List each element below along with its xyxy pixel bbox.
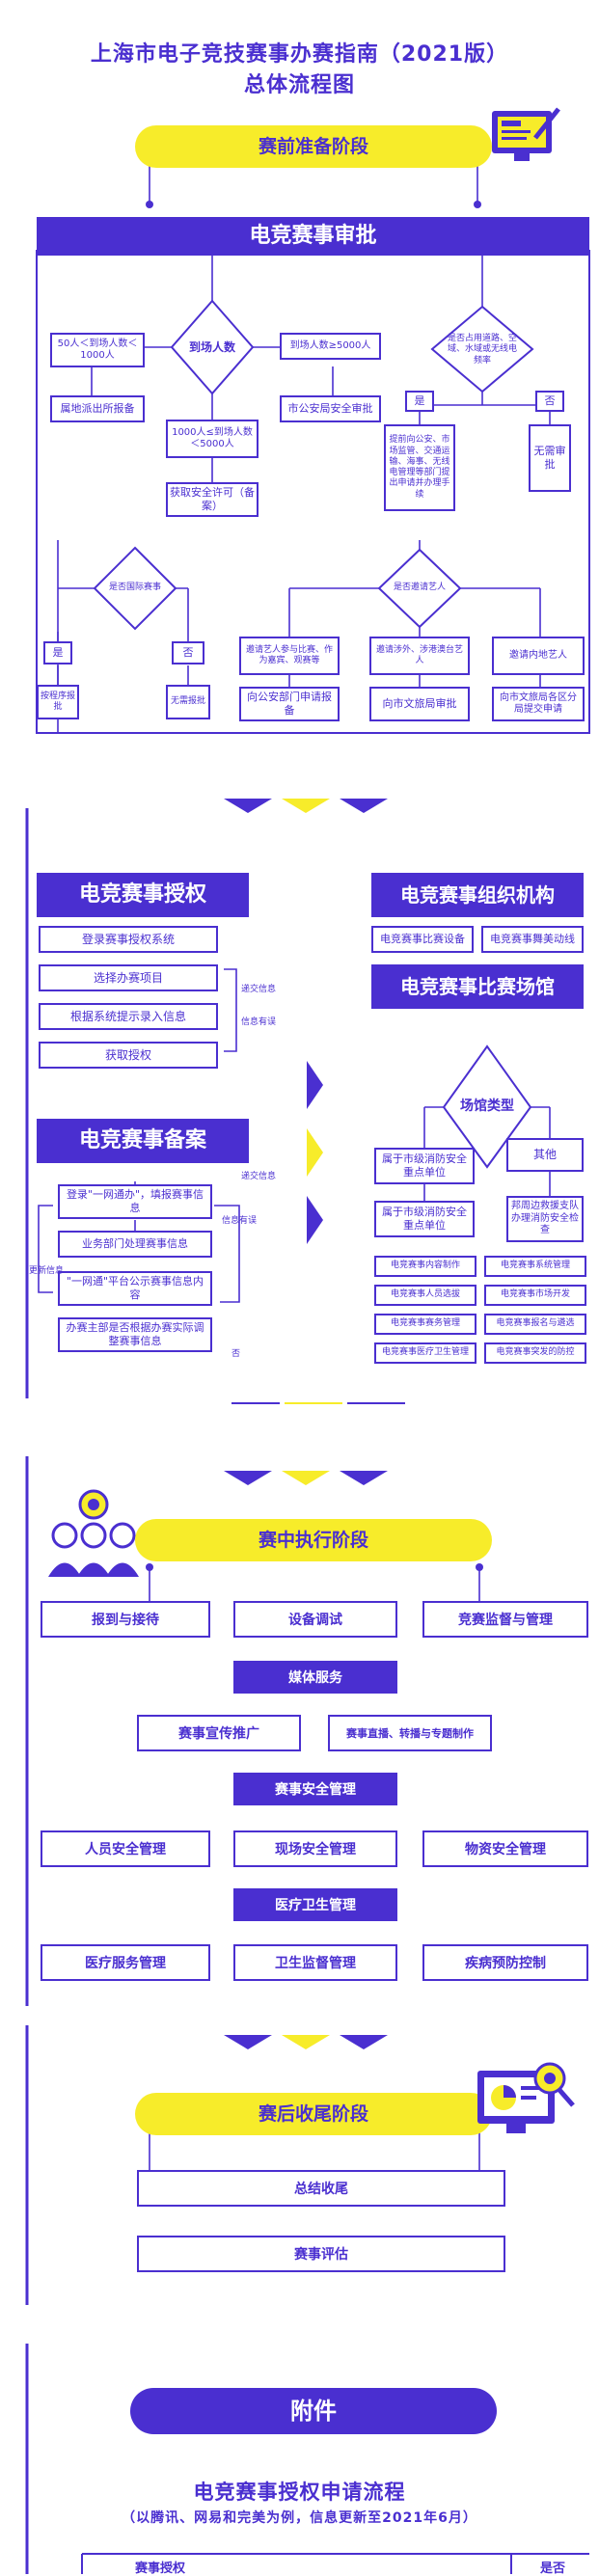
- safety-item-3: 物资安全管理: [422, 1830, 588, 1867]
- medical-item-2: 卫生监督管理: [233, 1944, 397, 1981]
- diamond-artist: 是否邀请艺人: [394, 583, 447, 593]
- safety-permit-box: 获取安全许可（备案）: [166, 482, 259, 517]
- artist-option-1: 邀请艺人参与比赛、作为嘉宾、观赛等: [239, 637, 340, 675]
- venue-no: 否: [535, 391, 564, 412]
- venue-option-c: 邦周边救援支队办理消防安全检查: [506, 1196, 584, 1242]
- safety-item-2: 现场安全管理: [233, 1830, 397, 1867]
- branch-5000: 到场人数≥5000人: [280, 333, 381, 360]
- table-header-auth: 赛事授权: [135, 2562, 186, 2576]
- exec-item-3: 竞赛监督与管理: [422, 1601, 588, 1638]
- city-police-box: 市公安局安全审批: [280, 395, 381, 422]
- medical-item-1: 医疗服务管理: [41, 1944, 210, 1981]
- venue-item-1: 电竞赛事内容制作: [374, 1256, 476, 1277]
- venue-diamond: 场馆类型: [460, 1098, 514, 1115]
- diamond-foreign: 是否国际赛事: [108, 583, 161, 593]
- auth-step-3: 根据系统提示录入信息: [39, 1003, 218, 1030]
- stage-preparation-label: 赛前准备阶段: [135, 125, 492, 168]
- branch-1000-5000: 1000人≤到场人数＜5000人: [166, 420, 259, 458]
- venue-option-a: 属于市级消防安全重点单位: [374, 1148, 475, 1184]
- medical-item-3: 疾病预防控制: [422, 1944, 588, 1981]
- foreign-no: 否: [172, 641, 204, 664]
- page-subtitle: 总体流程图: [243, 73, 355, 97]
- media-item-2: 赛事直播、转播与专题制作: [328, 1715, 492, 1751]
- auth-step-2: 选择办赛项目: [39, 964, 218, 991]
- filing-side-error: 信息有误: [222, 1216, 258, 1226]
- filing-step-1: 登录"一网通办"，填报赛事信息: [58, 1184, 212, 1219]
- filing-step-3: "一网通"平台公示赛事信息内容: [58, 1271, 212, 1306]
- appendix-label: 附件: [130, 2388, 497, 2434]
- venue-item-6: 电竞赛事报名与遴选: [484, 1314, 586, 1335]
- venue-item-4: 电竞赛事市场开发: [484, 1285, 586, 1306]
- appendix-title: 电竞赛事授权申请流程: [193, 2481, 406, 2504]
- report-monitor-icon: [473, 2059, 579, 2146]
- filing-side-submit: 递交信息: [241, 1172, 277, 1181]
- approval-title: 电竞赛事审批: [37, 217, 589, 256]
- org-item-1: 电竞赛事比赛设备: [371, 926, 474, 953]
- filing-side-update: 更新信息: [29, 1266, 65, 1276]
- monitor-icon: [487, 101, 564, 169]
- artist-box-1: 向公安部门申请报备: [239, 687, 340, 721]
- auth-title: 电竞赛事授权: [37, 873, 249, 917]
- stage-closing-label: 赛后收尾阶段: [135, 2093, 492, 2135]
- table-header-yes-no: 是否: [540, 2562, 566, 2576]
- page-title: 上海市电子竞技赛事办赛指南（2021版）: [90, 42, 509, 67]
- safety-title: 赛事安全管理: [233, 1773, 397, 1805]
- medical-title: 医疗卫生管理: [233, 1888, 397, 1921]
- media-item-1: 赛事宣传推广: [137, 1715, 301, 1751]
- venue-item-3: 电竞赛事人员选拔: [374, 1285, 476, 1306]
- diamond-people-count: 到场人数: [188, 339, 235, 354]
- diamond-venue: 是否占用道路、空域、水域或无线电频率: [447, 334, 517, 366]
- venue-option-other: 其他: [506, 1138, 584, 1172]
- artist-option-2: 邀请涉外、涉港澳台艺人: [369, 637, 470, 675]
- venue-title: 电竞赛事比赛场馆: [371, 964, 584, 1009]
- foreign-yes: 是: [43, 641, 72, 664]
- venue-option-b: 属于市级消防安全重点单位: [374, 1201, 475, 1237]
- filing-step-2: 业务部门处理赛事信息: [58, 1231, 212, 1258]
- artist-option-3: 邀请内地艺人: [492, 637, 585, 675]
- appendix-subtitle: （以腾讯、网易和完美为例，信息更新至2021年6月）: [122, 2510, 477, 2526]
- venue-yes: 是: [405, 391, 434, 412]
- artist-box-2: 向市文旅局审批: [369, 687, 470, 721]
- org-title: 电竞赛事组织机构: [371, 873, 584, 917]
- auth-step-4: 获取授权: [39, 1042, 218, 1069]
- venue-item-2: 电竞赛事系统管理: [484, 1256, 586, 1277]
- filing-step-4: 办赛主部是否根据办赛实际调整赛事信息: [58, 1317, 212, 1352]
- safety-item-1: 人员安全管理: [41, 1830, 210, 1867]
- no-report-box: 无需报批: [166, 685, 210, 719]
- exec-item-1: 报到与接待: [41, 1601, 210, 1638]
- stage-execution-label: 赛中执行阶段: [135, 1519, 492, 1561]
- auth-side-submit: 递交信息: [241, 985, 277, 994]
- exec-item-2: 设备调试: [233, 1601, 397, 1638]
- org-item-2: 电竞赛事舞美动线: [481, 926, 584, 953]
- filing-side-no: 否: [231, 1349, 241, 1359]
- branch-50-1000: 50人＜到场人数＜1000人: [50, 333, 145, 367]
- team-icon: [41, 1485, 147, 1582]
- no-approval-box: 无需审批: [529, 424, 571, 492]
- relevant-depts-box: 提前向公安、市场监管、交通运输、海事、无线电管理等部门提出申请并办理手续: [384, 424, 455, 511]
- closing-item-2: 赛事评估: [137, 2236, 505, 2272]
- auth-step-1: 登录赛事授权系统: [39, 926, 218, 953]
- artist-box-3: 向市文旅局各区分局提交申请: [492, 687, 585, 721]
- auth-side-error: 信息有误: [241, 1017, 277, 1027]
- closing-item-1: 总结收尾: [137, 2170, 505, 2207]
- filing-title: 电竞赛事备案: [37, 1119, 249, 1163]
- police-station-box: 属地派出所报备: [50, 395, 145, 422]
- venue-item-7: 电竞赛事医疗卫生管理: [374, 1342, 476, 1364]
- venue-item-5: 电竞赛事赛务管理: [374, 1314, 476, 1335]
- media-title: 媒体服务: [233, 1661, 397, 1694]
- venue-item-8: 电竞赛事突发的防控: [484, 1342, 586, 1364]
- process-box: 按程序报批: [37, 685, 79, 719]
